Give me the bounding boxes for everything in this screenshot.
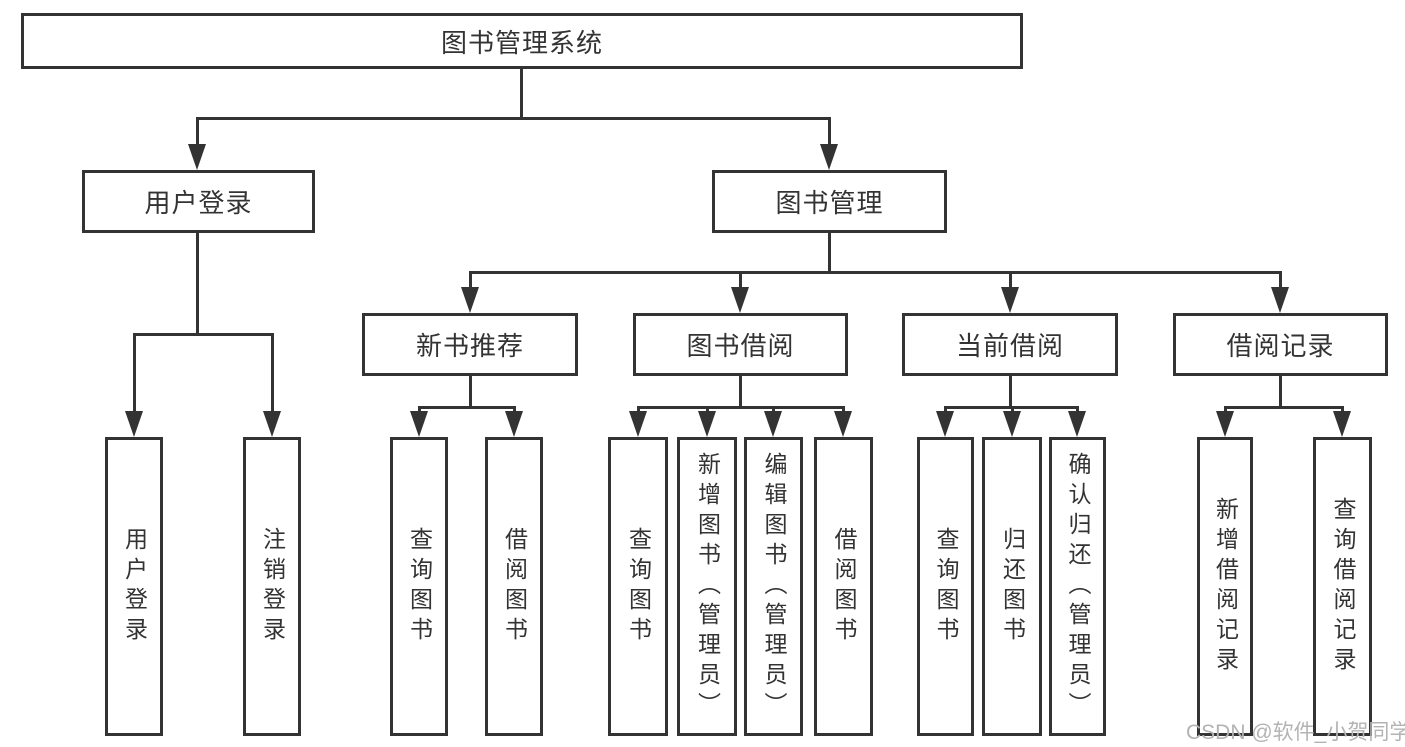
leaf-borrow-add-books-admin-label: 新增图书（管理员） bbox=[694, 451, 721, 722]
arrowhead-bb-borrow bbox=[834, 411, 852, 437]
node-root: 图书管理系统 bbox=[21, 13, 1023, 69]
conn-current-borrow-stem bbox=[1009, 376, 1012, 408]
leaf-user-login-label: 用户登录 bbox=[121, 526, 148, 647]
arrowhead-bb-edit bbox=[764, 411, 782, 437]
arrowhead-new-book-rec bbox=[461, 287, 479, 313]
leaf-current-return-books-label: 归还图书 bbox=[999, 526, 1026, 647]
leaf-borrow-query-books-label: 查询图书 bbox=[625, 526, 652, 647]
arrowhead-cb-return bbox=[1003, 411, 1021, 437]
conn-drop-borrow-record bbox=[1279, 271, 1282, 291]
leaf-borrow-borrow-books-label: 借阅图书 bbox=[831, 526, 857, 647]
arrowhead-book-mgmt bbox=[820, 144, 838, 170]
node-book-mgmt: 图书管理 bbox=[712, 170, 947, 233]
arrowhead-borrow-record bbox=[1271, 287, 1289, 313]
arrowhead-bb-add bbox=[698, 411, 716, 437]
csdn-watermark: CSDN @软件_小贺同学 bbox=[1186, 721, 1405, 744]
leaf-current-confirm-return-admin-label: 确认归还（管理员） bbox=[1065, 451, 1091, 722]
node-book-mgmt-label: 图书管理 bbox=[775, 188, 884, 218]
leaf-record-add-borrow-record: 新增借阅记录 bbox=[1197, 437, 1253, 736]
conn-level2-split bbox=[469, 271, 1282, 274]
conn-book-borrow-split bbox=[637, 406, 845, 409]
arrowhead-rec-query bbox=[410, 411, 428, 437]
leaf-borrow-query-books: 查询图书 bbox=[608, 437, 668, 736]
leaf-borrow-borrow-books: 借阅图书 bbox=[814, 437, 873, 736]
leaf-rec-borrow-books: 借阅图书 bbox=[485, 437, 543, 736]
conn-drop-leaf-logout bbox=[271, 333, 274, 413]
node-user-login-label: 用户登录 bbox=[144, 188, 253, 218]
leaf-record-add-borrow-record-label: 新增借阅记录 bbox=[1212, 496, 1239, 677]
conn-borrow-record-stem bbox=[1279, 376, 1282, 408]
arrowhead-cb-query bbox=[936, 411, 954, 437]
arrowhead-book-borrow bbox=[731, 287, 749, 313]
conn-user-login-stem bbox=[196, 233, 199, 335]
leaf-borrow-edit-books-admin: 编辑图书（管理员） bbox=[744, 437, 803, 736]
node-user-login: 用户登录 bbox=[82, 170, 315, 233]
leaf-user-login: 用户登录 bbox=[105, 437, 163, 736]
node-new-book-rec-label: 新书推荐 bbox=[415, 331, 524, 361]
conn-root-stem bbox=[520, 69, 523, 117]
arrowhead-leaf-user-login bbox=[125, 411, 143, 437]
arrowhead-cb-confirm bbox=[1068, 411, 1086, 437]
arrowhead-br-query bbox=[1333, 411, 1351, 437]
node-current-borrow: 当前借阅 bbox=[902, 313, 1118, 376]
conn-book-borrow-stem bbox=[739, 376, 742, 408]
node-book-borrow: 图书借阅 bbox=[633, 313, 848, 376]
conn-drop-new-book-rec bbox=[469, 271, 472, 291]
conn-drop-book-borrow bbox=[739, 271, 742, 291]
node-book-borrow-label: 图书借阅 bbox=[686, 331, 795, 361]
leaf-logout-login: 注销登录 bbox=[243, 437, 301, 736]
conn-level1-split bbox=[197, 117, 831, 120]
node-borrow-record: 借阅记录 bbox=[1173, 313, 1388, 376]
conn-borrow-record-split bbox=[1224, 406, 1344, 409]
conn-drop-leaf-user-login bbox=[133, 333, 136, 413]
leaf-borrow-edit-books-admin-label: 编辑图书（管理员） bbox=[761, 451, 787, 722]
node-new-book-rec: 新书推荐 bbox=[362, 313, 578, 376]
leaf-record-query-borrow-record-label: 查询借阅记录 bbox=[1330, 496, 1356, 677]
leaf-rec-query-books: 查询图书 bbox=[390, 437, 448, 736]
conn-user-login-split bbox=[133, 333, 274, 336]
conn-drop-current-borrow bbox=[1009, 271, 1012, 291]
leaf-logout-login-label: 注销登录 bbox=[259, 526, 286, 647]
leaf-borrow-add-books-admin: 新增图书（管理员） bbox=[677, 437, 737, 736]
arrowhead-br-add bbox=[1216, 411, 1234, 437]
conn-new-book-rec-stem bbox=[469, 376, 472, 408]
leaf-current-query-books-label: 查询图书 bbox=[933, 526, 959, 647]
arrowhead-bb-query bbox=[629, 411, 647, 437]
conn-drop-book-mgmt bbox=[828, 117, 831, 149]
leaf-rec-query-books-label: 查询图书 bbox=[406, 526, 433, 647]
leaf-current-confirm-return-admin: 确认归还（管理员） bbox=[1049, 437, 1106, 736]
arrowhead-rec-borrow bbox=[505, 411, 523, 437]
leaf-record-query-borrow-record: 查询借阅记录 bbox=[1313, 437, 1372, 736]
arrowhead-current-borrow bbox=[1001, 287, 1019, 313]
conn-new-book-rec-split bbox=[418, 406, 516, 409]
leaf-rec-borrow-books-label: 借阅图书 bbox=[501, 526, 528, 647]
arrowhead-leaf-logout bbox=[263, 411, 281, 437]
conn-book-mgmt-stem bbox=[828, 233, 831, 273]
leaf-current-return-books: 归还图书 bbox=[982, 437, 1042, 736]
node-borrow-record-label: 借阅记录 bbox=[1226, 331, 1335, 361]
node-root-label: 图书管理系统 bbox=[440, 27, 603, 58]
node-current-borrow-label: 当前借阅 bbox=[955, 331, 1064, 361]
conn-drop-user-login bbox=[196, 117, 199, 149]
arrowhead-user-login bbox=[188, 144, 206, 170]
leaf-current-query-books: 查询图书 bbox=[917, 437, 974, 736]
